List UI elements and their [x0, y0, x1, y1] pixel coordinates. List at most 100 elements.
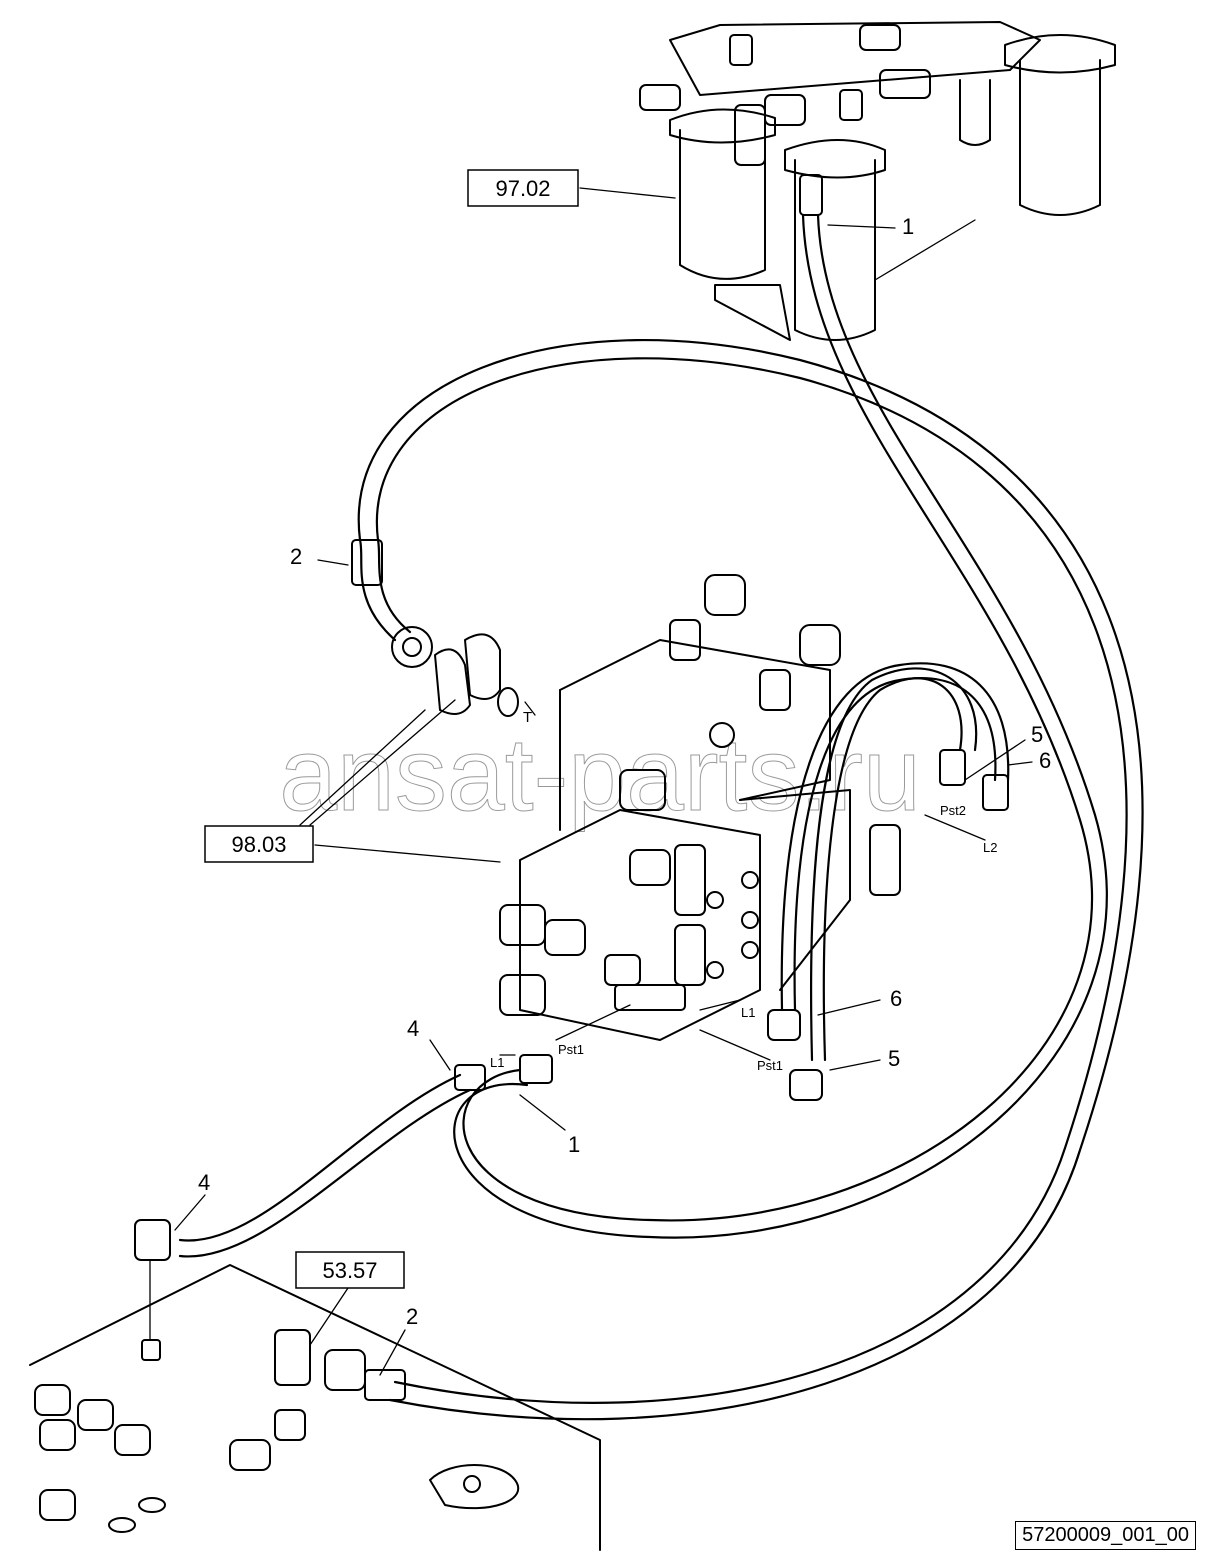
leader-item-6-lower — [817, 999, 881, 1016]
valve-cartridge-2 — [674, 924, 706, 986]
flange-half-1 — [434, 648, 471, 715]
port-label-t: T — [523, 709, 532, 726]
leader-item-2-upper — [317, 559, 349, 566]
filter-fitting-1 — [639, 84, 681, 111]
plug-3 — [39, 1419, 76, 1451]
tank-port — [463, 1475, 481, 1493]
filter-fitting-3 — [764, 94, 806, 126]
ref-box-98-03[interactable] — [204, 825, 314, 863]
hose-1-top-fitting — [799, 174, 823, 216]
leader-item-1-lower — [519, 1094, 566, 1131]
valve-bolt-1 — [741, 871, 759, 889]
control-valve-block — [499, 574, 901, 1041]
hose-4-nut-upper — [454, 1064, 486, 1091]
hose-4-inner — [178, 1088, 472, 1258]
filter-fitting-2 — [734, 104, 766, 166]
callout-item-1-top: 1 — [902, 214, 914, 239]
ref-label-53-57: 53.57 — [322, 1258, 377, 1283]
watermark: ansat-parts.ru — [279, 717, 921, 833]
callout-item-4-upper: 4 — [407, 1016, 419, 1041]
hose-2-nut-lower — [324, 1349, 366, 1391]
spacer — [229, 1439, 271, 1471]
hose-4-elbow-lower — [134, 1219, 171, 1261]
tank-flange-plate — [429, 1464, 520, 1510]
filter-canister-2-cap — [784, 139, 886, 179]
ref-box-53-57[interactable] — [295, 1251, 405, 1289]
valve-bolt-2 — [741, 911, 759, 929]
hose-6-outer — [793, 677, 997, 1012]
valve-bolt-3 — [741, 941, 759, 959]
o-ring — [497, 687, 519, 717]
test-point-fitting-2 — [759, 669, 791, 711]
leader-98-03-flange-a — [299, 709, 426, 826]
port-label-l1-right: L1 — [741, 1005, 755, 1020]
filter-bleed-screw-1 — [729, 34, 753, 66]
flange-half-2 — [464, 633, 501, 700]
hose-4-outer — [178, 1073, 462, 1242]
valve-block-side — [739, 789, 851, 991]
hose-2-flange-fitting — [391, 626, 433, 668]
leader-item-6-upper — [1007, 761, 1033, 766]
callout-item-6-lower: 6 — [890, 986, 902, 1011]
callout-item-2-lower: 2 — [406, 1304, 418, 1329]
leader-97-02 — [579, 187, 676, 199]
valve-bolt-4 — [706, 891, 724, 909]
filter-canister-2 — [794, 159, 876, 341]
hose-6-elbow-lower — [767, 1009, 801, 1041]
hose-5-outer — [822, 677, 963, 1062]
drawing-id: 57200009_001_00 — [1015, 1521, 1196, 1550]
plug-5 — [39, 1489, 76, 1521]
port-label-pst1-left: Pst1 — [558, 1042, 584, 1057]
leader-item-1-top — [827, 224, 896, 229]
valve-plug-3 — [544, 919, 586, 956]
pst1-tee-fitting — [614, 984, 686, 1011]
valve-plug-6 — [604, 954, 641, 986]
port-label-pst2: Pst2 — [940, 803, 966, 818]
valve-plug-5 — [629, 849, 671, 886]
hose-6-nut-upper — [982, 774, 1009, 811]
leader-98-03-block — [314, 844, 501, 863]
hose-2-ferrule-lower — [364, 1369, 406, 1401]
ref-label-97-02: 97.02 — [495, 176, 550, 201]
test-point-fitting-1 — [669, 619, 701, 661]
valve-cartridge-1 — [674, 844, 706, 916]
hose-2-flange-bore — [402, 637, 422, 657]
leader-port-pst1-right — [699, 1029, 771, 1061]
filter-assembly — [639, 21, 1116, 341]
valve-plug-2 — [499, 974, 546, 1016]
plug-4 — [114, 1424, 151, 1456]
leader-item-5-lower — [829, 1059, 881, 1071]
plug-6 — [274, 1409, 306, 1441]
ref-box-97-02[interactable] — [467, 169, 579, 207]
port-label-pst1-right: Pst1 — [757, 1058, 783, 1073]
leader-item-2-lower — [379, 1329, 406, 1376]
filter-mounting-plate — [669, 21, 1041, 96]
filter-fitting-5 — [859, 24, 901, 51]
valve-cartridge-3 — [869, 824, 901, 896]
hose-2-ferrule-upper — [351, 539, 383, 586]
callout-item-5-lower: 5 — [888, 1046, 900, 1071]
hose-5-elbow-lower — [789, 1069, 823, 1101]
filter-canister-1 — [679, 129, 766, 280]
leader-53-57 — [309, 1284, 351, 1346]
filter-canister-3 — [959, 79, 991, 146]
hydraulic-tank — [29, 1264, 601, 1551]
washer-1 — [108, 1517, 136, 1533]
leader-filter-right — [874, 219, 976, 281]
filter-bleed-screw-2 — [839, 89, 863, 121]
ref-label-98-03: 98.03 — [231, 832, 286, 857]
washer-2 — [138, 1497, 166, 1513]
tank-top-outline — [29, 1264, 601, 1551]
filter-fitting-4 — [879, 69, 931, 99]
filter-canister-4 — [1019, 59, 1101, 216]
hose-1-outer — [462, 213, 1093, 1222]
fitting-53-57 — [274, 1329, 311, 1386]
leader-item-5-upper — [964, 739, 1026, 781]
valve-plug-1 — [499, 904, 546, 946]
callout-item-1-lower: 1 — [568, 1132, 580, 1157]
callout-item-4-lower: 4 — [198, 1170, 210, 1195]
hose-1-inner — [453, 213, 1108, 1239]
leader-port-t — [524, 701, 536, 716]
hose-2-inner — [375, 357, 1128, 1404]
